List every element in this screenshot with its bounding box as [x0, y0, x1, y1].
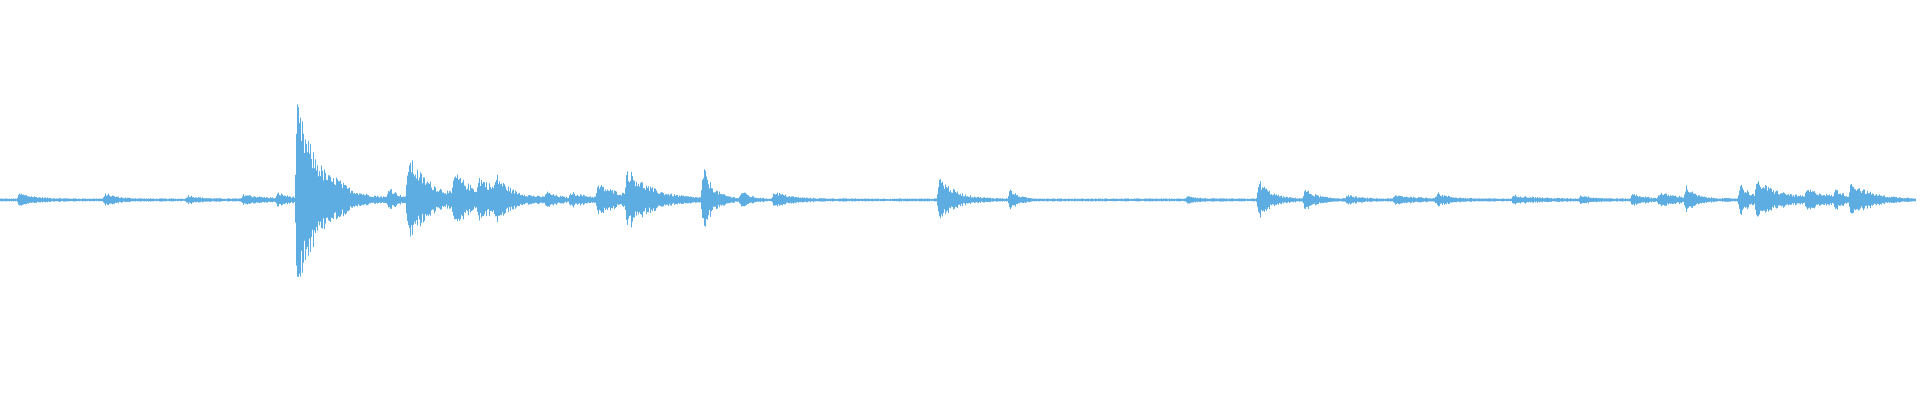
- waveform-signal: [0, 104, 1916, 277]
